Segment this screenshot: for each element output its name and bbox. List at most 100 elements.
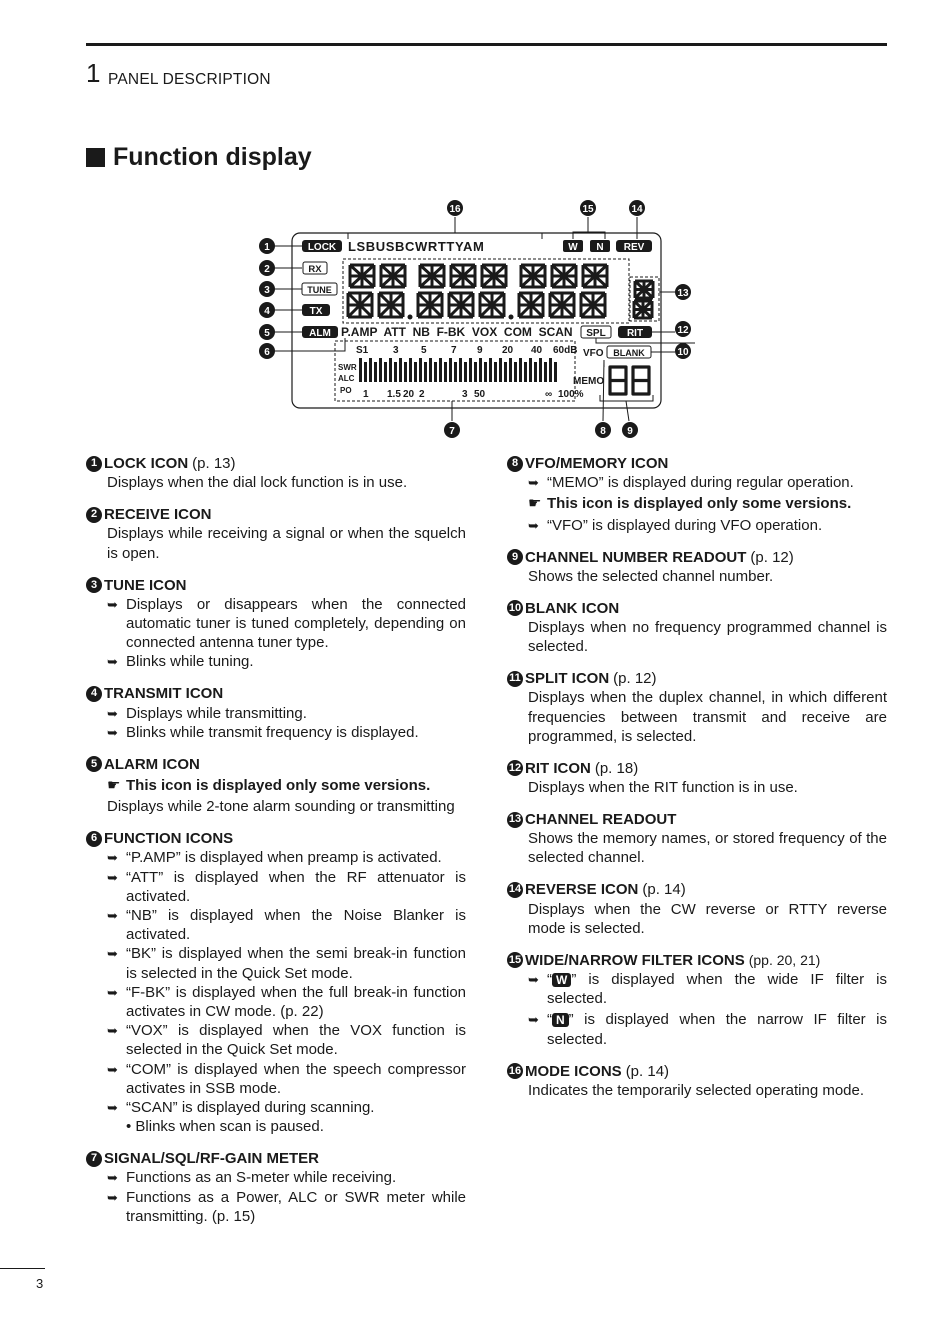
function-display-diagram: 16 15 14 1 2 3 4 5 6 LOCK RX TUNE TX ALM… bbox=[259, 200, 695, 438]
s-scale-label: 20 bbox=[502, 345, 514, 356]
number-badge: 9 bbox=[507, 549, 523, 566]
arrow-icon: ➥ bbox=[528, 517, 539, 533]
vfo-icon: VFO bbox=[583, 348, 604, 359]
svg-text:14: 14 bbox=[631, 204, 643, 215]
channel-number-readout bbox=[608, 365, 651, 396]
svg-text:12: 12 bbox=[677, 325, 689, 336]
alm-icon: ALM bbox=[309, 328, 331, 339]
po-label: PO bbox=[340, 386, 352, 395]
mode-icons: LSBUSBCWRTTYAM bbox=[348, 239, 484, 254]
meter-segment bbox=[369, 358, 372, 382]
meter-segment bbox=[394, 362, 397, 382]
s-scale-label: 7 bbox=[451, 345, 457, 356]
po-scale-label: 1.5 bbox=[387, 389, 401, 400]
arrow-icon: ➥ bbox=[107, 1170, 118, 1186]
svg-text:15: 15 bbox=[582, 204, 594, 215]
segment-digit bbox=[480, 263, 508, 289]
meter-segment bbox=[384, 362, 387, 382]
section-title: Function display bbox=[113, 143, 312, 171]
meter-segment bbox=[459, 358, 462, 382]
meter-segment bbox=[539, 358, 542, 382]
svg-text:3: 3 bbox=[264, 285, 270, 296]
meter-segment bbox=[524, 362, 527, 382]
meter-segment bbox=[464, 362, 467, 382]
svg-text:10: 10 bbox=[677, 347, 689, 358]
arrow-icon: ➥ bbox=[107, 705, 118, 721]
meter-segment bbox=[549, 358, 552, 382]
blank-icon: BLANK bbox=[613, 348, 645, 358]
meter-segment bbox=[404, 362, 407, 382]
segment-digit bbox=[550, 263, 578, 289]
callout-10: 10 bbox=[675, 343, 691, 359]
narrow-chip: N bbox=[552, 1013, 569, 1028]
callout-3: 3 bbox=[259, 281, 275, 297]
number-badge: 7 bbox=[86, 1150, 102, 1167]
meter-segment bbox=[474, 362, 477, 382]
segment-digit bbox=[416, 291, 444, 319]
meter-segment bbox=[414, 362, 417, 382]
callout-12: 12 bbox=[675, 321, 691, 337]
rx-icon: RX bbox=[308, 264, 322, 275]
segment-digit bbox=[579, 291, 607, 319]
meter-segment bbox=[489, 358, 492, 382]
meter-segment bbox=[419, 358, 422, 382]
callout-2: 2 bbox=[259, 260, 275, 276]
meter-segment bbox=[499, 358, 502, 382]
svg-text:1: 1 bbox=[264, 242, 270, 253]
meter-segment bbox=[469, 358, 472, 382]
number-badge: 16 bbox=[507, 1063, 523, 1080]
arrow-icon: ➥ bbox=[107, 1023, 118, 1039]
arrow-icon: ➥ bbox=[107, 946, 118, 962]
segment-digit bbox=[581, 263, 609, 289]
meter-segment bbox=[494, 362, 497, 382]
svg-text:6: 6 bbox=[264, 347, 270, 358]
s-scale-label: 9 bbox=[477, 345, 483, 356]
meter-segment bbox=[379, 358, 382, 382]
number-badge: 1 bbox=[86, 455, 102, 472]
meter-segment bbox=[529, 358, 532, 382]
meter-segment bbox=[424, 362, 427, 382]
svg-text:16: 16 bbox=[449, 204, 461, 215]
rev-icon: REV bbox=[624, 242, 645, 253]
seven-segment-digit bbox=[608, 365, 628, 396]
callout-14: 14 bbox=[629, 200, 645, 216]
callout-16: 16 bbox=[447, 200, 463, 216]
lock-icon: LOCK bbox=[308, 242, 337, 253]
arrow-icon: ➥ bbox=[107, 1189, 118, 1205]
segment-digit bbox=[346, 291, 374, 319]
number-badge: 10 bbox=[507, 600, 523, 617]
number-badge: 11 bbox=[507, 670, 523, 687]
filter-bracket bbox=[572, 217, 606, 239]
segment-digit bbox=[418, 263, 446, 289]
arrow-icon: ➥ bbox=[107, 654, 118, 670]
callout-5: 5 bbox=[259, 324, 275, 340]
alc-label: ALC bbox=[338, 374, 355, 383]
arrow-icon: ➥ bbox=[528, 475, 539, 491]
number-badge: 3 bbox=[86, 577, 102, 594]
meter-segment bbox=[364, 362, 367, 382]
po-scale-label: 20 bbox=[403, 389, 415, 400]
frequency-readout bbox=[346, 263, 609, 320]
svg-text:7: 7 bbox=[449, 426, 455, 437]
svg-text:13: 13 bbox=[677, 288, 689, 299]
arrow-icon: ➥ bbox=[107, 596, 118, 612]
callout-6: 6 bbox=[259, 343, 275, 359]
svg-text:9: 9 bbox=[627, 426, 633, 437]
number-badge: 2 bbox=[86, 506, 102, 523]
svg-text:4: 4 bbox=[264, 306, 270, 317]
pointing-hand-icon: ☛ bbox=[107, 777, 121, 795]
segment-digit bbox=[449, 263, 477, 289]
segment-digit bbox=[519, 263, 547, 289]
s-scale-label: 60dB bbox=[553, 345, 577, 356]
header-rule bbox=[86, 43, 887, 46]
